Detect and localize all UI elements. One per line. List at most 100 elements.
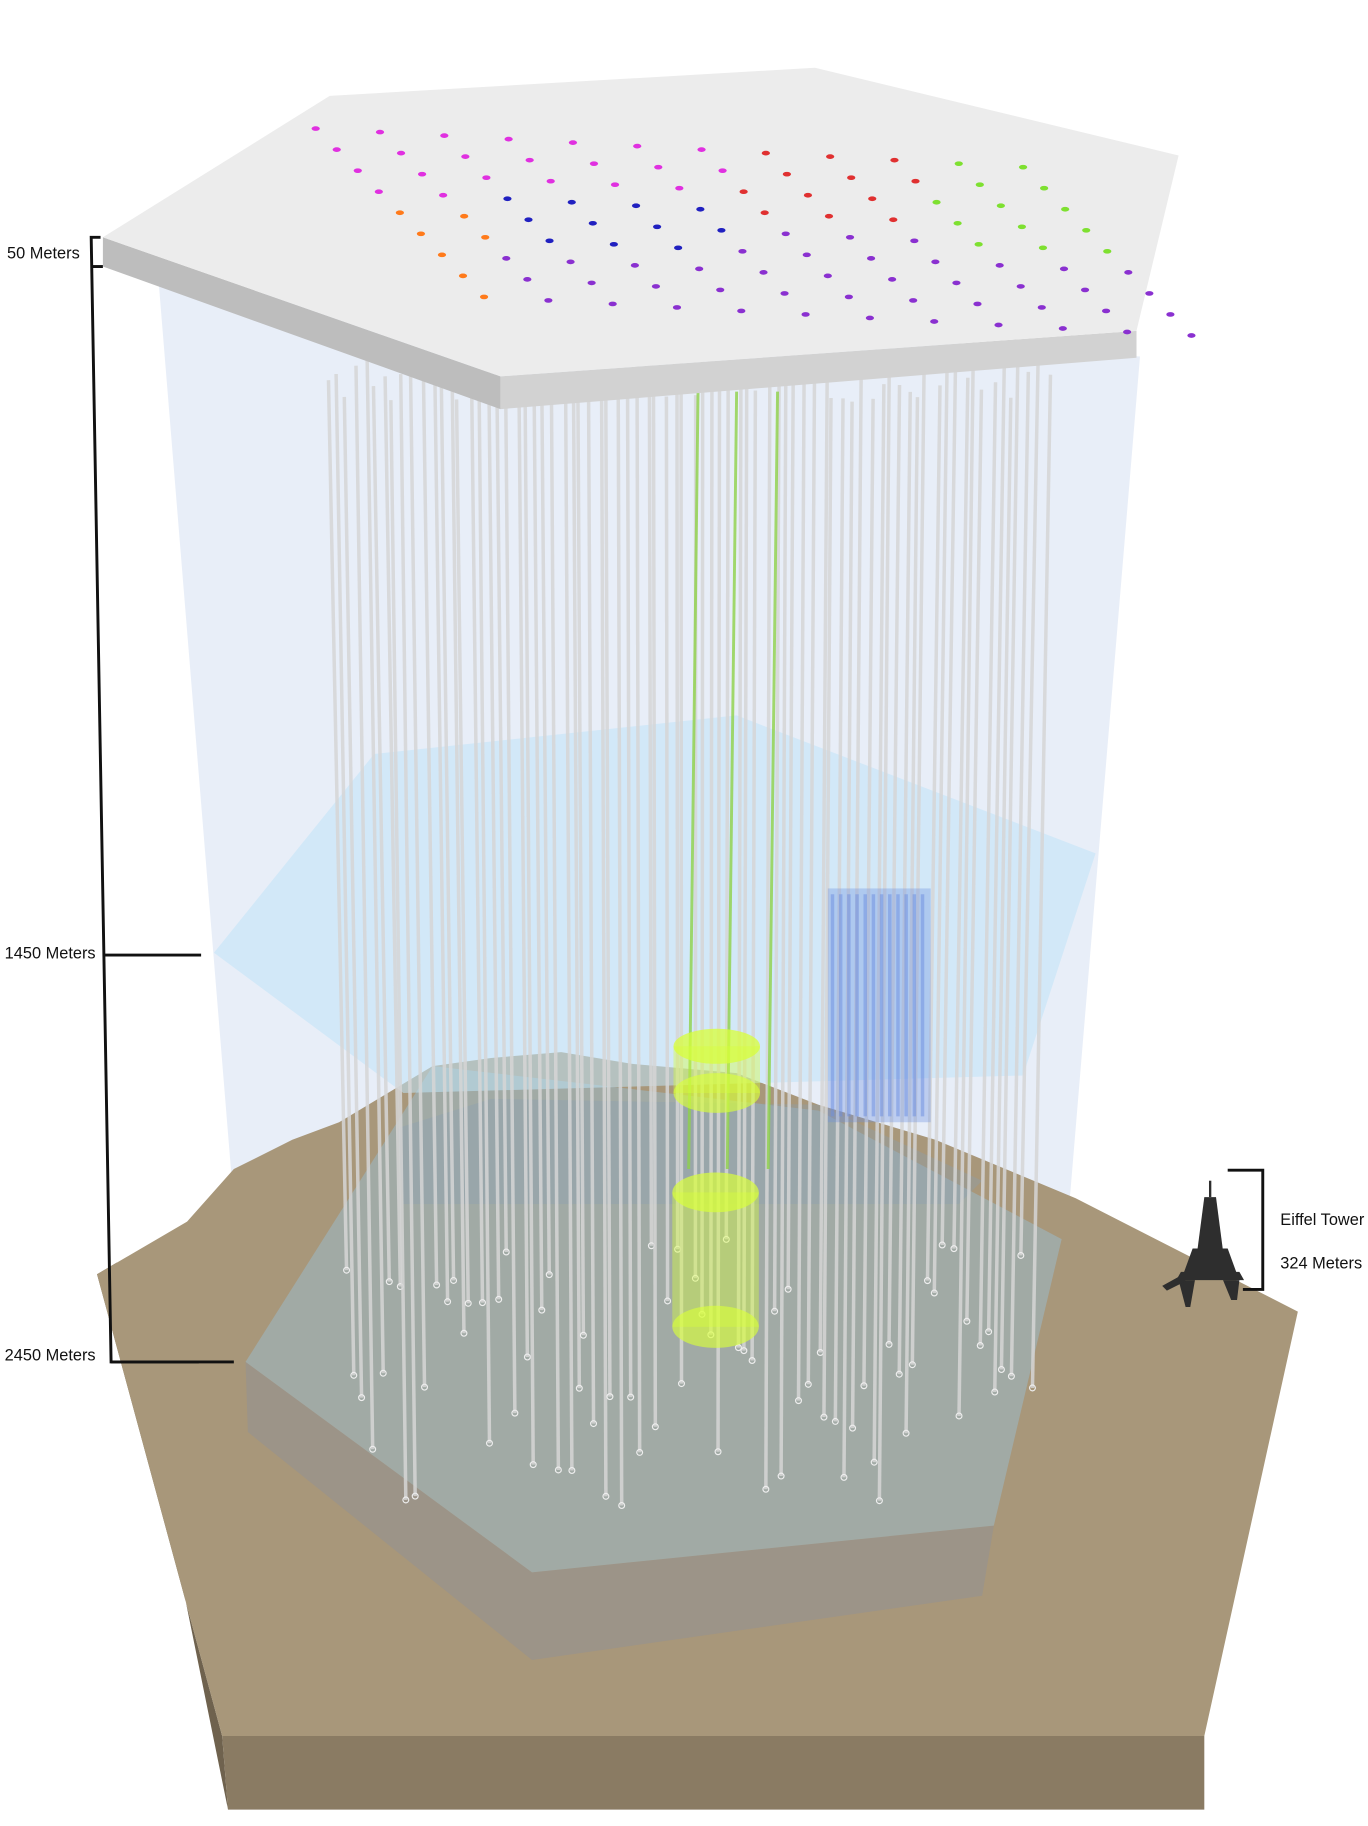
cylinder-lower-cap [672,1172,759,1213]
surface-station [995,263,1004,268]
detector-string [477,371,492,1444]
string-end-dom [831,1417,839,1425]
deep-core-cluster [827,888,931,1123]
detector-strings [326,351,1053,1509]
surface-station [482,175,491,181]
surface-station [826,154,835,159]
surface-plate-side-right [500,330,1137,410]
string-end-dom [602,1492,610,1500]
string-end-dom [840,1473,848,1481]
surface-station [566,259,575,265]
detector-string [494,355,508,1252]
surface-station [525,157,534,163]
detector-string [952,377,970,1249]
surface-station [952,280,961,286]
cylinder-top-cap [673,1028,760,1064]
detector-string [354,365,375,1450]
detector-string [700,353,705,1315]
surface-station [633,143,642,149]
surface-stations [311,126,1196,338]
detector-string [371,386,392,1282]
surface-station [696,206,705,212]
string-end-dom [568,1466,576,1474]
string-end-dom [714,1448,722,1456]
surface-station [504,136,513,142]
surface-station [1124,270,1133,275]
string-end-dom [963,1317,971,1325]
surface-station [1145,291,1154,296]
string-end-dom [579,1331,587,1339]
detector-string [421,365,439,1285]
surface-station [738,249,747,254]
detector-string [450,369,466,1334]
string-end-dom [411,1492,419,1500]
string-end-dom [343,1266,351,1274]
surface-station [973,301,982,307]
surface-station [396,150,406,156]
surface-station [1037,305,1046,310]
surface-station [374,189,383,195]
detector-string [549,391,561,1470]
string-end-dom [1028,1384,1036,1392]
detector-string [576,367,586,1336]
surface-station [546,178,555,184]
detector-string [664,396,670,1301]
surface-station [890,157,899,163]
string-end-dom [538,1306,546,1314]
detector-string [957,360,975,1416]
surface-station [801,312,810,317]
string-end-dom [495,1295,503,1303]
string-end-dom [794,1397,803,1405]
detector-string [910,370,926,1365]
surface-station [782,171,791,177]
detector-string [806,370,817,1385]
surface-station [697,147,706,152]
string-end-dom [464,1299,472,1307]
surface-station [589,161,599,166]
detector-string [503,386,517,1414]
string-end-dom [849,1424,857,1432]
string-end-dom [691,1274,699,1282]
surface-station [1123,329,1132,335]
string-end-dom [930,1289,938,1297]
detector-string [540,389,551,1275]
string-end-dom [379,1369,387,1377]
detector-string [716,366,722,1452]
string-end-dom [1007,1372,1015,1380]
surface-station [909,298,918,303]
surface-station [479,294,489,300]
surface-station [544,298,553,303]
detector-string [940,367,958,1245]
surface-station [718,168,727,174]
detector-string [779,354,788,1477]
string-end-dom [421,1383,429,1391]
detector-string [887,385,902,1345]
surface-station [781,231,790,237]
surface-station [1082,227,1091,233]
surface-station [481,234,490,240]
surface-station [651,284,661,289]
detector-string [586,371,596,1424]
detector-string [818,378,829,1353]
surface-station [932,199,941,205]
surface-station [761,150,770,156]
surface-station [1166,312,1175,317]
detector-string [383,376,403,1287]
string-end-dom [722,1235,730,1243]
eiffel-tower-icon [1162,1180,1245,1307]
surface-station [975,182,984,188]
detector-string [523,373,535,1465]
string-end-dom [908,1361,916,1369]
string-end-dom [502,1248,510,1256]
string-end-dom [460,1329,468,1337]
string-end-dom [902,1429,910,1437]
surface-station [608,301,617,307]
detector-string [469,375,485,1303]
string-end-dom [997,1365,1005,1374]
detector-string [1030,374,1053,1388]
surface-station [524,217,533,223]
surface-station [845,234,855,240]
string-end-dom [923,1277,931,1285]
surface-station [1187,333,1196,338]
cylinder-upper-base [673,1073,760,1113]
